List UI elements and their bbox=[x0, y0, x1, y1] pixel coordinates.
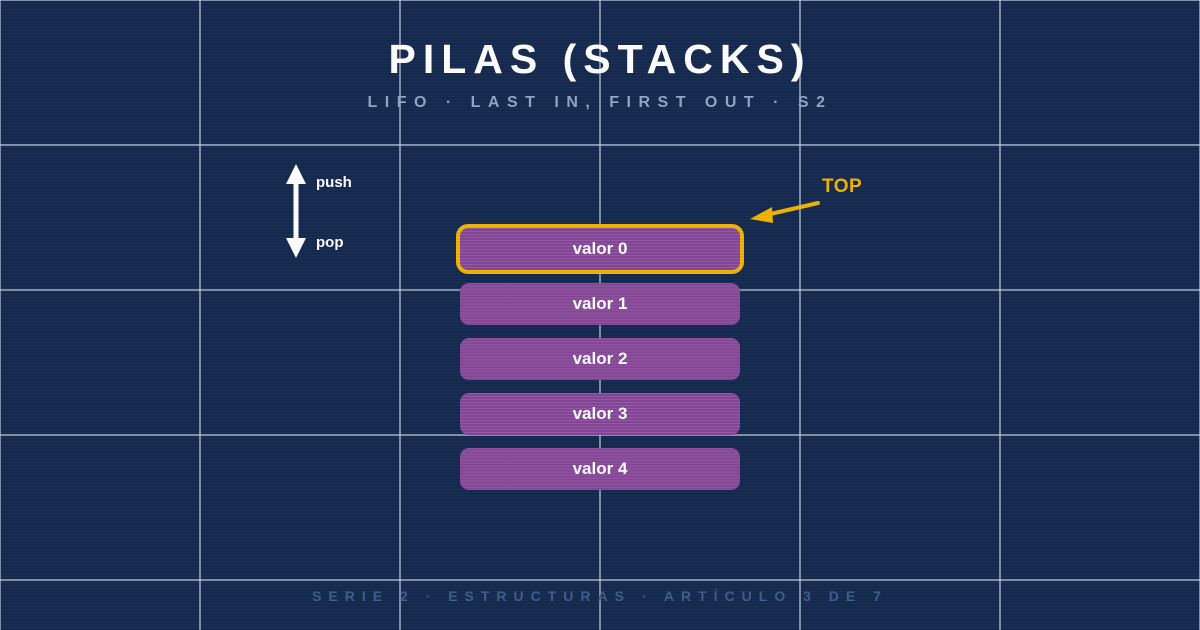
stack-item-label: valor 0 bbox=[572, 239, 628, 258]
footer: SERIE 2 · ESTRUCTURAS · ARTÍCULO 3 DE 7 bbox=[0, 588, 1200, 606]
footer-text: SERIE 2 · ESTRUCTURAS · ARTÍCULO 3 DE 7 bbox=[312, 588, 888, 604]
stack-item[interactable]: valor 3 bbox=[460, 393, 740, 435]
stack-item[interactable]: valor 2 bbox=[460, 338, 740, 380]
double-arrow-icon bbox=[286, 164, 306, 258]
page-title: PILAS (STACKS) bbox=[388, 36, 812, 82]
pop-label: pop bbox=[316, 234, 344, 251]
stack-item-label: valor 4 bbox=[572, 459, 628, 478]
push-label: push bbox=[316, 174, 352, 191]
push-pop-indicator: push pop bbox=[272, 162, 402, 262]
stack-item-label: valor 1 bbox=[572, 294, 628, 313]
stack-item-top[interactable]: valor 0 bbox=[460, 228, 740, 270]
stack-item[interactable]: valor 4 bbox=[460, 448, 740, 490]
callout-arrow-icon bbox=[750, 201, 820, 223]
top-marker: TOP bbox=[740, 176, 900, 236]
header: PILAS (STACKS) LIFO · LAST IN, FIRST OUT… bbox=[0, 0, 1200, 112]
top-marker-label: TOP bbox=[822, 176, 863, 197]
stack-item[interactable]: valor 1 bbox=[460, 283, 740, 325]
stack-container: valor 0 valor 1 valor 2 valor 3 valor 4 bbox=[460, 228, 740, 503]
page-subtitle: LIFO · LAST IN, FIRST OUT · S2 bbox=[367, 94, 833, 112]
stack-item-label: valor 2 bbox=[572, 349, 628, 368]
stack-item-label: valor 3 bbox=[572, 404, 628, 423]
